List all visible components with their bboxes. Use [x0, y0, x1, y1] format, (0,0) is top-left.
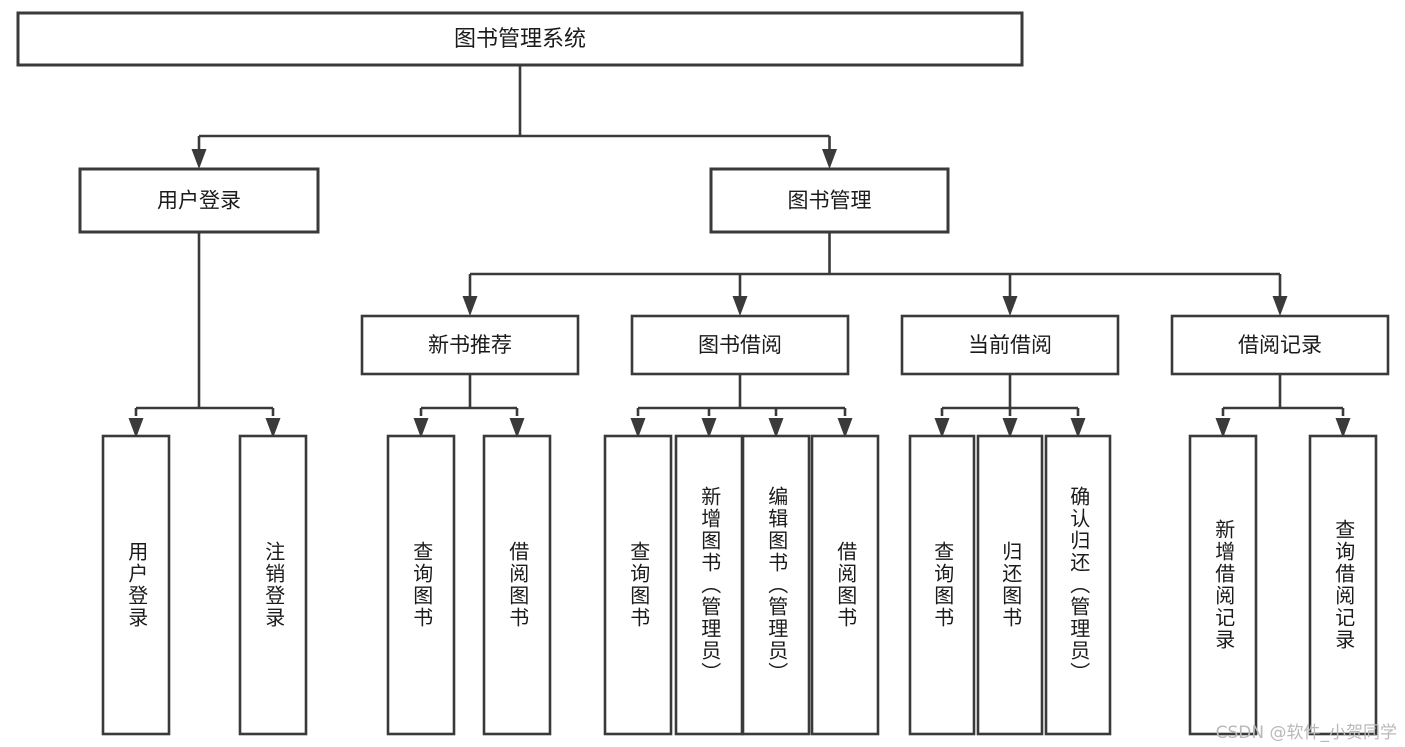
arrow-head-icon — [630, 418, 646, 438]
node-box-leaf-query-book-3[interactable] — [908, 434, 976, 736]
node-label-book-management: 图书管理 — [788, 189, 872, 213]
arrow-head-icon — [462, 296, 478, 316]
node-box-leaf-borrow-book-1[interactable] — [482, 434, 552, 736]
arrow-head-icon — [413, 418, 429, 438]
arrow-head-icon — [265, 418, 281, 438]
node-box-root[interactable] — [16, 11, 1024, 67]
node-box-leaf-return-book[interactable] — [976, 434, 1044, 736]
arrow-head-icon — [1335, 418, 1351, 438]
node-label-new-book-recommend: 新书推荐 — [428, 333, 512, 357]
arrow-head-icon — [1002, 418, 1018, 438]
node-boxes-group — [16, 11, 1390, 736]
node-label-root: 图书管理系统 — [454, 27, 586, 52]
node-label-current-borrow: 当前借阅 — [968, 333, 1052, 357]
arrow-head-icon — [1002, 296, 1018, 316]
node-box-leaf-add-book[interactable] — [674, 434, 744, 736]
arrow-head-icon — [509, 418, 525, 438]
node-label-user-login: 用户登录 — [157, 189, 241, 213]
arrow-head-icon — [732, 296, 748, 316]
node-box-user-login[interactable] — [78, 167, 320, 234]
arrow-head-icon — [934, 418, 950, 438]
node-box-leaf-user-login[interactable] — [101, 434, 171, 736]
node-box-leaf-borrow-book-2[interactable] — [810, 434, 880, 736]
node-box-book-borrow[interactable] — [630, 314, 850, 376]
node-box-borrow-record[interactable] — [1170, 314, 1390, 376]
arrow-head-icon — [128, 418, 144, 438]
node-box-leaf-logout[interactable] — [238, 434, 308, 736]
node-box-leaf-confirm-return[interactable] — [1044, 434, 1112, 736]
arrow-head-icon — [837, 418, 853, 438]
node-box-book-management[interactable] — [709, 167, 950, 234]
arrow-head-icon — [701, 418, 717, 438]
node-box-leaf-query-book-1[interactable] — [386, 434, 456, 736]
node-label-book-borrow: 图书借阅 — [698, 333, 782, 357]
connector-lines-group — [128, 65, 1351, 438]
watermark-text: CSDN @软件_小贺同学 — [1215, 723, 1397, 743]
node-box-leaf-add-record[interactable] — [1188, 434, 1258, 736]
arrow-head-icon — [1272, 296, 1288, 316]
arrow-head-icon — [1070, 418, 1086, 438]
arrow-head-icon — [768, 418, 784, 438]
node-box-new-book-recommend[interactable] — [360, 314, 580, 376]
node-box-leaf-query-book-2[interactable] — [603, 434, 673, 736]
node-box-current-borrow[interactable] — [900, 314, 1120, 376]
node-label-borrow-record: 借阅记录 — [1238, 333, 1322, 357]
arrow-head-icon — [822, 149, 837, 169]
node-box-leaf-edit-book[interactable] — [741, 434, 811, 736]
node-box-leaf-query-record[interactable] — [1308, 434, 1378, 736]
arrow-head-icon — [1215, 418, 1231, 438]
arrow-head-icon — [191, 149, 207, 169]
